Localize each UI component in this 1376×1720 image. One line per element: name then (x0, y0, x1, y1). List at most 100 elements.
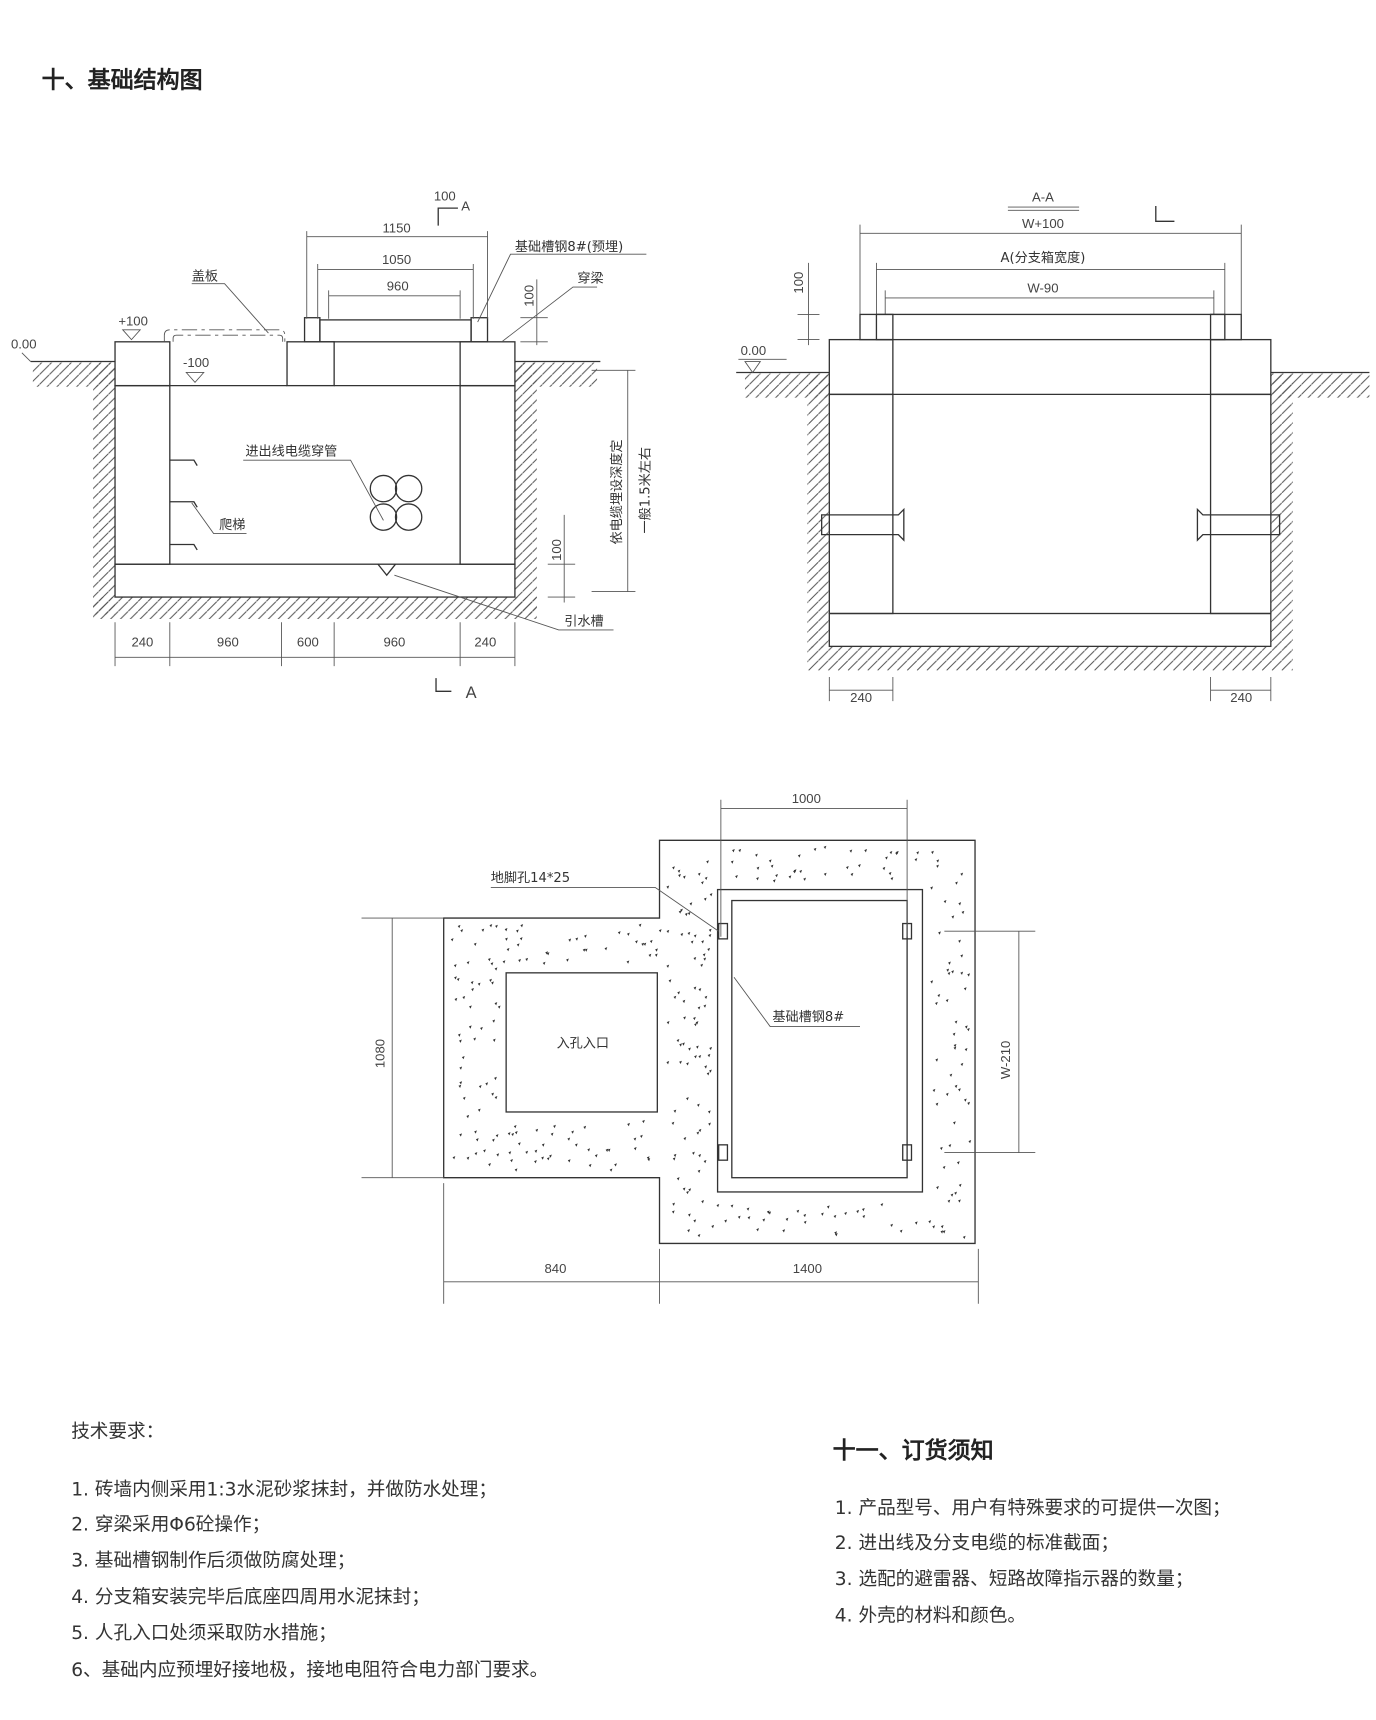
concrete-speckle (679, 1043, 682, 1047)
inner-level-label: -100 (183, 355, 209, 370)
concrete-speckle (962, 1235, 966, 1240)
concrete-speckle (732, 849, 735, 853)
concrete-speckle (930, 886, 933, 890)
cable-conduit-label: 进出线电缆穿管 (245, 444, 337, 460)
ordering-item: 2. 进出线及分支电缆的标准截面； (835, 1533, 1119, 1554)
concrete-speckle (951, 970, 954, 974)
left-wall-dim: 240 (850, 690, 872, 705)
concrete-speckle (626, 960, 630, 964)
concrete-speckle (958, 1183, 962, 1188)
concrete-speckle (642, 1119, 645, 1124)
concrete-speckle (494, 1002, 498, 1006)
concrete-speckle (508, 1151, 512, 1155)
concrete-speckle (648, 953, 652, 958)
concrete-speckle (473, 1037, 477, 1041)
concrete-speckle (932, 1088, 936, 1093)
concrete-speckle (511, 1132, 515, 1137)
dim-100-top: 100 (522, 285, 537, 307)
concrete-speckle (688, 1047, 691, 1051)
concrete-speckle (462, 1096, 466, 1101)
concrete-speckle (553, 1124, 556, 1129)
concrete-speckle (730, 1204, 734, 1208)
concrete-speckle (813, 847, 817, 852)
concrete-speckle (666, 964, 670, 968)
concrete-speckle (617, 931, 621, 935)
concrete-speckle (460, 929, 464, 933)
concrete-speckle (518, 958, 521, 963)
concrete-speckle (890, 1223, 893, 1228)
concrete-speckle (943, 899, 947, 904)
concrete-speckle (525, 957, 529, 962)
concrete-speckle (487, 957, 491, 962)
depth-note-label: 依电缆埋设深度定 (609, 439, 625, 544)
concrete-speckle (483, 1149, 486, 1153)
concrete-speckle (458, 1084, 462, 1088)
concrete-speckle (541, 1156, 544, 1160)
concrete-speckle (797, 854, 801, 858)
concrete-speckle (967, 1027, 970, 1032)
concrete-speckle (953, 1121, 956, 1125)
concrete-speckle (646, 1156, 650, 1160)
concrete-speckle (914, 1221, 918, 1225)
concrete-speckle (666, 885, 670, 889)
concrete-speckle (686, 1190, 689, 1195)
concrete-speckle (945, 1092, 949, 1097)
concrete-speckle (689, 902, 693, 906)
concrete-speckle (706, 860, 709, 864)
concrete-speckle (687, 931, 691, 936)
concrete-speckle (704, 876, 708, 881)
concrete-speckle (698, 988, 702, 992)
dim-1400: 1400 (793, 1261, 822, 1276)
concrete-speckle (885, 856, 888, 860)
concrete-speckle (746, 1207, 750, 1211)
concrete-speckle (709, 893, 713, 897)
concrete-speckle (693, 934, 697, 938)
dim-840: 840 (544, 1261, 566, 1276)
concrete-speckle (956, 1161, 960, 1165)
concrete-speckle (605, 1148, 609, 1152)
concrete-speckle (466, 1114, 470, 1119)
concrete-speckle (567, 1159, 571, 1163)
box-width-dim: A(分支箱宽度) (1001, 249, 1086, 266)
concrete-speckle (707, 1053, 711, 1058)
concrete-speckle (890, 877, 894, 881)
concrete-speckle (677, 869, 681, 873)
concrete-speckle (833, 1214, 837, 1219)
concrete-speckle (682, 1042, 685, 1046)
concrete-speckle (862, 1214, 866, 1219)
concrete-speckle (505, 937, 508, 941)
concrete-speckle (954, 1020, 958, 1024)
ordering-item: 3. 选配的避雷器、短路故障指示器的数量； (835, 1569, 1194, 1590)
ground-level-label: 0.00 (741, 343, 767, 358)
concrete-speckle (701, 881, 704, 885)
concrete-speckle (861, 1207, 865, 1212)
concrete-speckle (492, 1019, 496, 1023)
concrete-speckle (655, 948, 658, 952)
concrete-speckle (459, 1133, 462, 1137)
concrete-speckle (574, 1143, 578, 1147)
concrete-speckle (936, 864, 939, 868)
concrete-speckle (474, 1152, 478, 1156)
tech-requirement-item: 2. 穿梁采用Φ6砼操作； (71, 1514, 270, 1535)
concrete-speckle (703, 957, 707, 961)
concrete-speckle (916, 851, 920, 855)
concrete-speckle (738, 848, 742, 853)
concrete-speckle (693, 986, 697, 990)
concrete-speckle (459, 1066, 463, 1070)
dim-1150: 1150 (382, 220, 410, 235)
concrete-speckle (594, 1154, 598, 1158)
concrete-speckle (510, 1158, 513, 1163)
concrete-speckle (889, 851, 893, 855)
concrete-speckle (534, 1160, 537, 1164)
concrete-speckle (549, 1154, 552, 1158)
concrete-speckle (466, 1156, 470, 1160)
concrete-speckle (880, 1203, 884, 1207)
concrete-speckle (707, 947, 711, 952)
concrete-speckle (673, 1109, 677, 1113)
concrete-speckle (534, 1149, 538, 1153)
concrete-speckle (954, 1084, 958, 1089)
concrete-speckle (492, 1138, 495, 1142)
concrete-speckle (468, 1025, 472, 1029)
concrete-speckle (546, 1157, 550, 1161)
concrete-speckle (747, 1216, 751, 1220)
